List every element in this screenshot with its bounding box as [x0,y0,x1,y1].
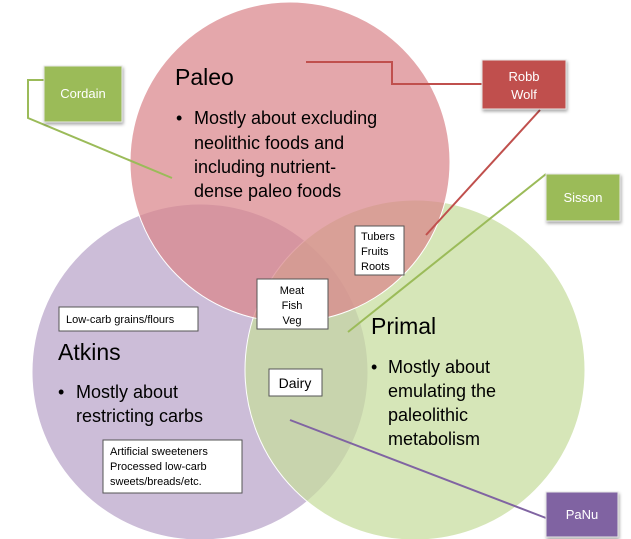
artificial-sweeteners-box [102,439,243,494]
low-carb-grains-text: Low-carb grains/flours [66,314,175,326]
atkins-bullet-dot: • [58,382,64,402]
robb-wolf-line-2: Wolf [511,87,537,102]
robb-wolf-line-1: Robb [508,69,539,84]
paleo-bullet-dot: • [176,108,182,128]
atkins-bullet-line-1: Mostly about [76,382,178,402]
low-carb-grains-box [58,306,199,332]
sisson-label: Sisson [563,190,602,205]
sisson-connector [347,173,547,333]
paleo-bullet-line-2: neolithic foods and [194,133,344,153]
artificial-line-3: sweets/breads/etc. [110,476,202,488]
artificial-line-1: Artificial sweeteners [110,446,208,458]
primal-title: Primal [371,313,436,339]
meat-fish-veg-box [256,278,329,330]
panu-tag [545,491,619,538]
primal-bullet-line-1: Mostly about [388,357,490,377]
cordain-label: Cordain [60,86,106,101]
robb-wolf-tag [481,59,567,110]
artificial-line-2: Processed low-carb [110,461,207,473]
sisson-tag [545,173,621,222]
cordain-connector [27,79,173,179]
atkins-bullet-line-2: restricting carbs [76,406,203,426]
paleo-bullet-line-3: including nutrient- [194,157,336,177]
tubers-line-2: Fruits [361,246,389,258]
robb-wolf-pointer [425,109,541,236]
atkins-title: Atkins [58,339,121,365]
paleo-bullet-line-1: Mostly about excluding [194,108,377,128]
paleo-bullet-line-4: dense paleo foods [194,181,341,201]
panu-label: PaNu [566,507,599,522]
tubers-line-1: Tubers [361,231,395,243]
tubers-line-3: Roots [361,261,390,273]
paleo-title: Paleo [175,64,234,90]
meat-line-2: Fish [282,300,303,312]
panu-connector [289,419,547,519]
meat-line-3: Veg [283,315,302,327]
primal-bullet-line-2: emulating the [388,381,496,401]
primal-bullet-line-3: paleolithic [388,405,468,425]
dairy-text: Dairy [279,375,312,391]
robb-wolf-connector [306,61,482,85]
dairy-box [268,368,323,397]
primal-bullet-line-4: metabolism [388,429,480,449]
primal-bullet-dot: • [371,357,377,377]
tubers-box [354,225,405,276]
cordain-tag [43,65,123,123]
meat-line-1: Meat [280,285,304,297]
